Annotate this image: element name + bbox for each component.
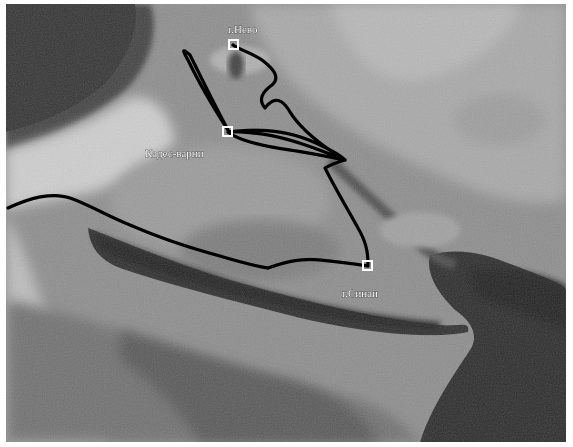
label-kadesh: Кадес-варни	[145, 148, 204, 160]
label-sinai: г.Синай	[342, 288, 378, 300]
marker-kadesh	[222, 126, 233, 137]
label-nevo: г.Нево	[228, 24, 258, 36]
route-west-coast	[6, 194, 270, 270]
terrain	[6, 4, 566, 442]
route-to-nebo	[231, 43, 347, 162]
place-markers	[222, 39, 373, 271]
marker-nevo	[228, 39, 239, 50]
route-to-sinai	[266, 257, 370, 270]
route-lines	[6, 43, 370, 270]
route-sinai-north	[323, 158, 370, 266]
place-labels: г.Нево Кадес-варни г.Синай	[145, 24, 379, 301]
marker-sinai	[362, 260, 373, 271]
route-kadesh-north	[182, 49, 230, 132]
route-kadesh-east	[226, 128, 347, 162]
